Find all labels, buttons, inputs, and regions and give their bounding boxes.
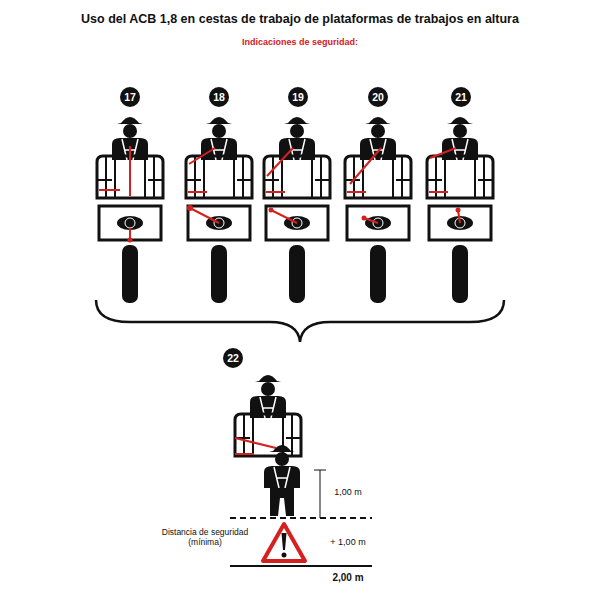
dimension-label: 2,00 m (308, 572, 388, 584)
title: Uso del ACB 1,8 en cestas de trabajo de … (0, 12, 600, 26)
callout-text: 22 (227, 352, 239, 364)
dimension-label: 1,00 m (308, 487, 388, 497)
callout-number: 20 (368, 87, 388, 107)
callout-text: 21 (455, 91, 467, 103)
callout-text: 20 (372, 91, 384, 103)
note-label: Distancia de seguridad (mínima) (146, 528, 264, 548)
callout-text: 18 (213, 91, 225, 103)
callout-number: 18 (209, 87, 229, 107)
dimension-label: + 1,00 m (308, 537, 388, 547)
callout-text: 17 (124, 91, 136, 103)
callout-number: 21 (451, 87, 471, 107)
callout-number: 22 (223, 348, 243, 368)
callout-number: 17 (120, 87, 140, 107)
callout-number: 19 (288, 87, 308, 107)
subtitle: Indicaciones de seguridad: (150, 37, 450, 47)
callout-text: 19 (292, 91, 304, 103)
